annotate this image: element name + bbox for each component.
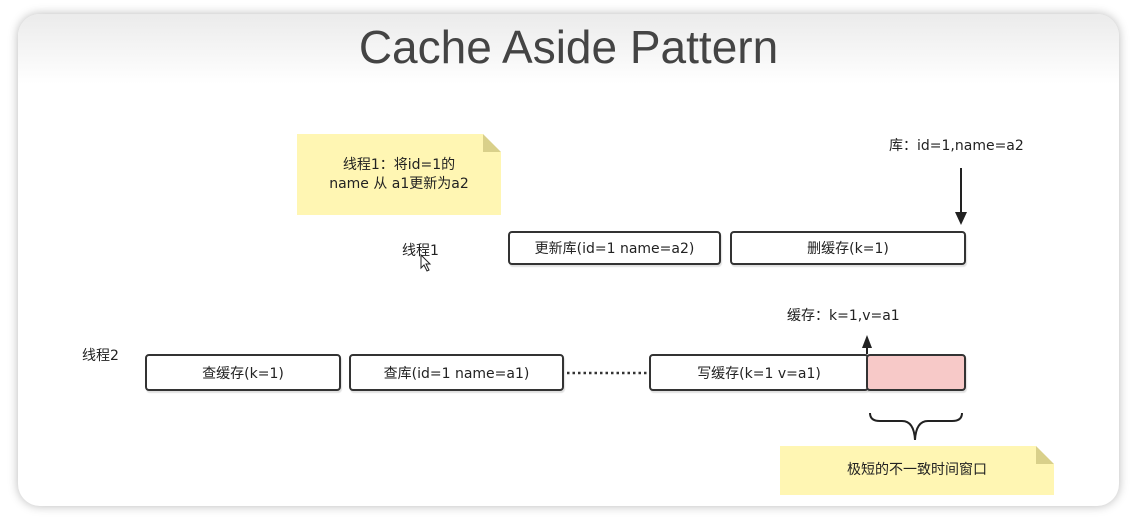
note-thread1: 线程1：将id=1的 name 从 a1更新为a2 [297, 134, 501, 215]
thread1-label: 线程1 [402, 243, 439, 259]
note-fold [483, 134, 501, 152]
step-query-db: 查库(id=1 name=a1) [349, 354, 564, 391]
db-arrow-head [955, 212, 967, 225]
cursor-icon [420, 253, 432, 272]
note-window: 极短的不一致时间窗口 [780, 446, 1054, 495]
note-fold [1036, 446, 1054, 464]
step-update-db: 更新库(id=1 name=a2) [508, 231, 721, 265]
note-thread1-line1: 线程1：将id=1的 [342, 157, 456, 173]
note-thread1-text: 线程1：将id=1的 name 从 a1更新为a2 [297, 134, 501, 194]
slide-title: Cache Aside Pattern [358, 21, 779, 73]
step-delete-cache: 删缓存(k=1) [730, 231, 966, 265]
header-band [18, 14, 1119, 84]
cache-arrow-head [862, 335, 872, 348]
step-write-cache: 写缓存(k=1 v=a1) [649, 354, 869, 391]
note-thread1-line2: name 从 a1更新为a2 [329, 176, 469, 192]
inconsistency-window-block [866, 354, 966, 391]
db-label: 库：id=1,name=a2 [889, 138, 1024, 154]
thread2-label: 线程2 [82, 348, 119, 364]
window-brace [869, 412, 963, 441]
cache-label: 缓存：k=1,v=a1 [787, 308, 900, 324]
note-window-text: 极短的不一致时间窗口 [847, 462, 987, 478]
step-query-cache: 查缓存(k=1) [145, 354, 341, 391]
